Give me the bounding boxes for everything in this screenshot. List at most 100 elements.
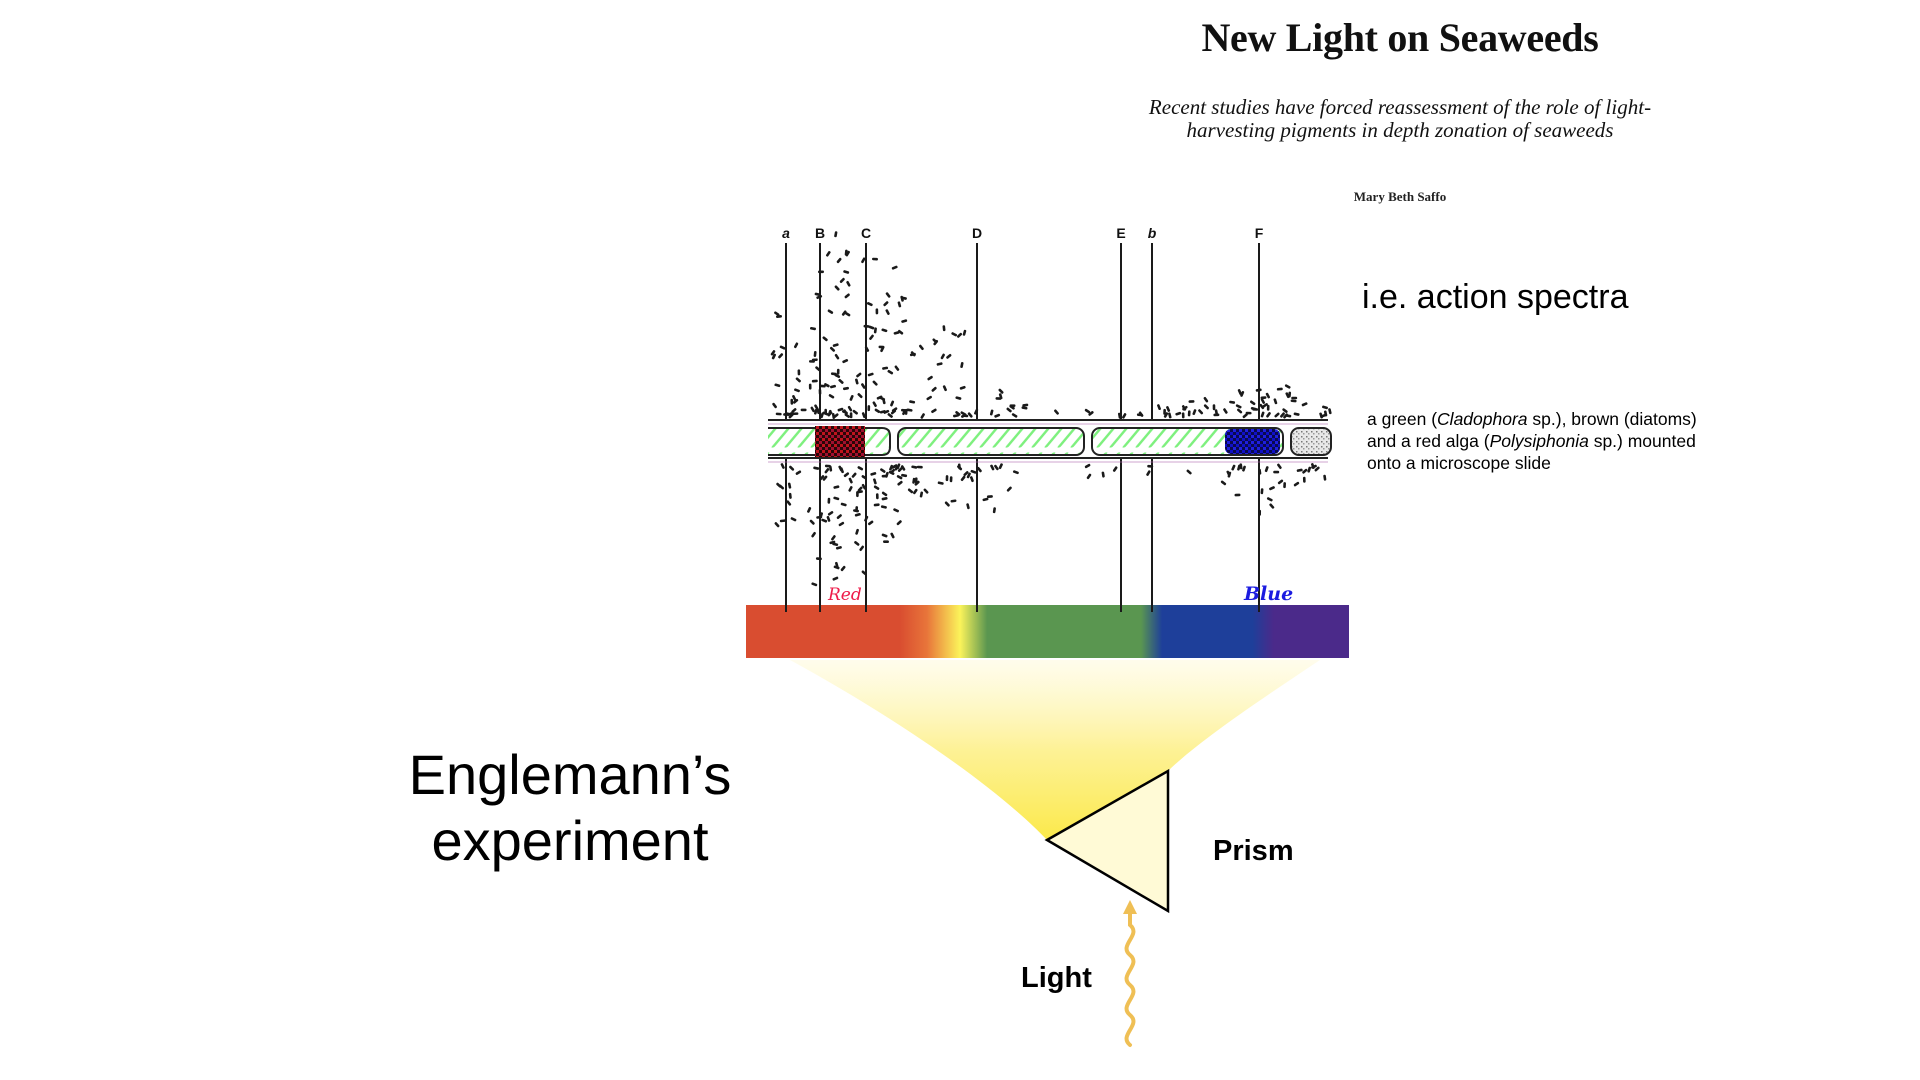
bacterium: [875, 308, 879, 315]
bacterium: [1203, 396, 1209, 403]
bacterium: [830, 384, 836, 389]
bacterium: [1260, 488, 1264, 495]
bacterium: [836, 514, 842, 520]
bacterium: [994, 464, 999, 471]
bacterium: [868, 325, 875, 330]
bacterium: [1255, 388, 1262, 392]
bacterium: [795, 470, 802, 475]
bacterium: [1168, 412, 1172, 419]
bacterium: [1086, 473, 1092, 480]
bacterium: [831, 535, 836, 541]
bacterium: [970, 469, 977, 474]
bacterium: [986, 495, 993, 499]
bacterium: [974, 408, 979, 415]
bacterium: [1258, 509, 1262, 516]
bacterium: [1203, 404, 1209, 410]
bacterium: [931, 408, 937, 414]
bacterium: [843, 409, 848, 415]
bacterium: [786, 500, 792, 506]
fraunhofer-line-label: b: [1148, 225, 1157, 241]
bacterium: [828, 394, 835, 399]
bacterium: [873, 503, 880, 507]
bacterium: [853, 509, 859, 513]
bacterium: [819, 384, 826, 388]
bacterium: [774, 522, 780, 528]
bacterium: [982, 497, 989, 502]
bacterium: [1236, 408, 1243, 414]
bacterium: [1146, 470, 1151, 476]
bacterium: [901, 473, 908, 478]
bacteria-scatter: [770, 231, 1332, 587]
bacterium: [920, 413, 925, 419]
bacterium: [1328, 408, 1332, 415]
bacterium: [1009, 404, 1016, 407]
bacterium: [1274, 412, 1280, 418]
bacterium: [889, 468, 895, 474]
bacterium: [832, 343, 839, 347]
bacterium: [946, 353, 952, 359]
bacterium: [1166, 406, 1171, 412]
bacterium: [960, 362, 964, 368]
bacterium: [861, 383, 866, 389]
bacterium: [1101, 471, 1105, 478]
bacterium: [1242, 465, 1246, 472]
bacterium: [919, 491, 924, 498]
bacterium: [864, 515, 869, 522]
bacterium: [794, 388, 800, 393]
bacterium: [897, 466, 903, 472]
bacterium: [1266, 412, 1271, 418]
bacterium: [808, 360, 816, 363]
bacterium: [931, 386, 937, 392]
bacterium: [950, 499, 957, 503]
bacterium: [1112, 466, 1118, 472]
bacterium: [942, 385, 947, 392]
bacterium: [906, 408, 913, 412]
bacterium: [927, 375, 933, 381]
bacterium: [822, 411, 829, 416]
bacterium: [833, 496, 840, 501]
bacterium: [778, 484, 785, 490]
bacterium: [843, 386, 849, 391]
bacterium: [770, 350, 776, 356]
prism-label: Prism: [1213, 835, 1294, 867]
bacterium: [854, 541, 860, 546]
bacterium: [834, 285, 840, 291]
bacterium: [1084, 408, 1091, 414]
bacterium: [1249, 400, 1256, 406]
bacterium: [918, 344, 924, 351]
bacterium: [1258, 468, 1262, 475]
bacterium: [1260, 411, 1265, 418]
bacterium: [963, 471, 969, 477]
bacterium: [822, 336, 828, 342]
bacterium: [1175, 411, 1182, 416]
bacterium: [998, 463, 1003, 470]
bacterium: [1282, 408, 1288, 413]
prism: [1044, 768, 1170, 914]
bacterium: [894, 365, 900, 371]
bacterium: [1006, 486, 1012, 492]
bacterium: [1235, 404, 1242, 409]
bacterium: [909, 352, 916, 357]
bacterium: [813, 466, 820, 470]
bacterium: [949, 476, 953, 483]
bacterium: [1277, 479, 1284, 485]
red-pigment-patch: [815, 426, 865, 457]
paper-subtitle: Recent studies have forced reassessment …: [1100, 96, 1700, 142]
light-beam: [790, 660, 1320, 840]
bacterium: [857, 393, 863, 399]
bacterium: [791, 408, 797, 413]
bacterium: [836, 368, 840, 375]
bacterium: [849, 412, 853, 419]
bacterium: [1273, 398, 1278, 405]
light-arrowhead-icon: [1123, 900, 1137, 914]
paper-subtitle-line1: Recent studies have forced reassessment …: [1148, 95, 1652, 119]
bacterium: [882, 398, 886, 405]
bacterium: [861, 483, 867, 490]
bacterium: [846, 280, 851, 287]
bacterium: [780, 463, 785, 469]
bacterium: [809, 519, 815, 525]
bacterium: [774, 311, 780, 316]
bacterium: [873, 327, 877, 334]
bacterium: [1227, 471, 1232, 478]
